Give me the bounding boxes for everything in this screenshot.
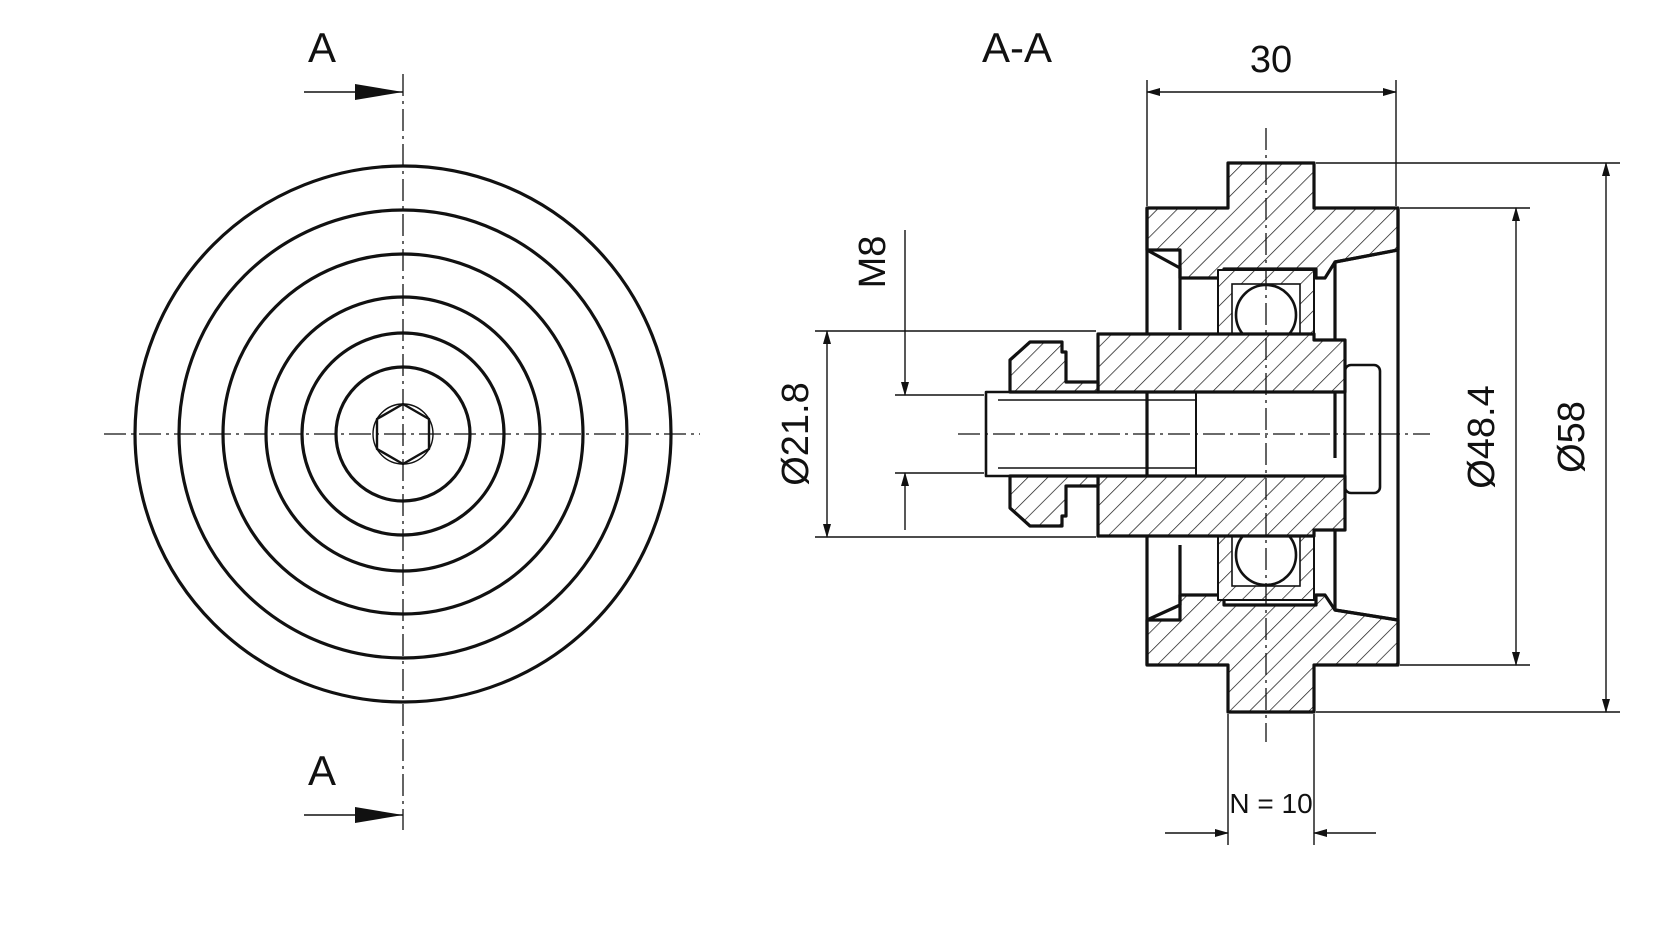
dim-outer-diameter: Ø58	[1316, 162, 1620, 713]
bolt-head	[1343, 363, 1382, 495]
hub-lower	[1096, 474, 1347, 538]
section-arrow-bottom: A	[304, 747, 403, 823]
wheel-body	[1145, 161, 1400, 280]
nut-lower	[1008, 474, 1100, 528]
dim-outer-label: Ø58	[1551, 401, 1593, 473]
wheel-inner-taper-lower-left	[1146, 545, 1182, 622]
front-view: A A	[104, 24, 700, 830]
section-arrow-top: A	[304, 24, 403, 100]
dim-hub-diameter: Ø21.8	[775, 330, 1096, 538]
dim-width-label: 30	[1250, 39, 1292, 81]
dim-tread-label: Ø48.4	[1461, 385, 1503, 489]
hub-upper	[1096, 332, 1347, 394]
section-view: A-A	[775, 24, 1620, 845]
dim-hub-label: Ø21.8	[775, 382, 817, 486]
wheel-inner-taper-upper-left	[1146, 248, 1182, 330]
dim-groove-label: N = 10	[1229, 788, 1312, 819]
dim-groove-width: N = 10	[1165, 714, 1376, 845]
dim-width-30: 30	[1146, 39, 1397, 206]
section-label-bottom: A	[308, 747, 336, 794]
section-title: A-A	[982, 24, 1052, 71]
wheel-inner-taper-lower-right	[1333, 495, 1399, 622]
dim-thread-label: M8	[852, 236, 894, 289]
dim-thread: M8	[852, 230, 984, 530]
section-label-top: A	[308, 24, 336, 71]
dim-tread-diameter: Ø48.4	[1400, 207, 1530, 666]
nut-upper	[1008, 340, 1100, 394]
